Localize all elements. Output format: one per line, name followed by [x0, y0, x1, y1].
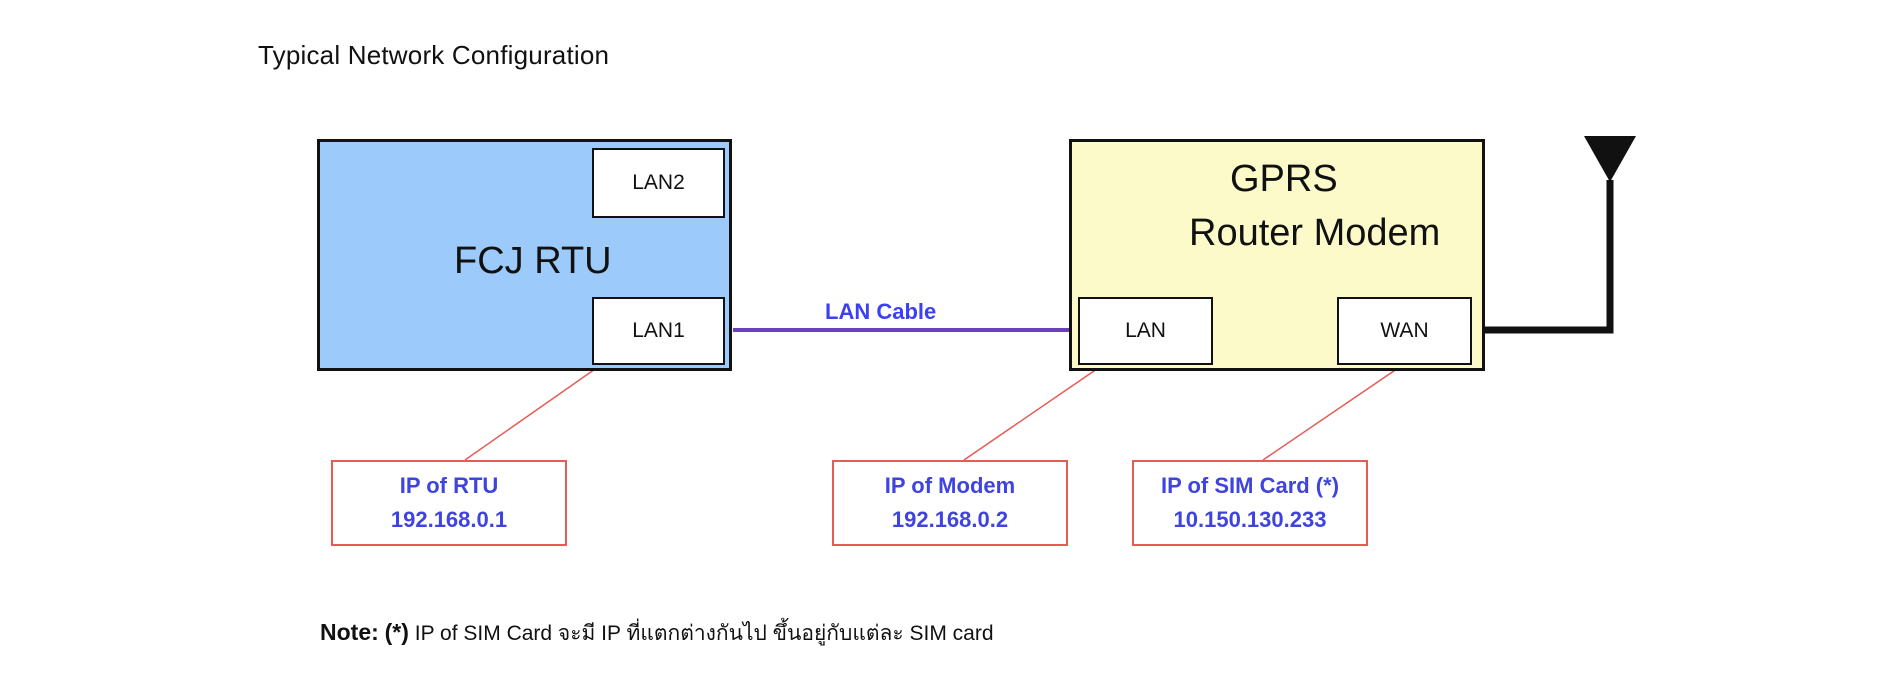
modem-device: GPRS Router Modem LAN WAN: [1069, 139, 1485, 371]
rtu-port-lan1: LAN1: [592, 297, 725, 365]
ip-box-title: IP of RTU: [399, 473, 499, 498]
antenna-icon: [1584, 136, 1636, 182]
ip-box-title: IP of SIM Card (*): [1160, 473, 1340, 498]
modem-port-lan: LAN: [1078, 297, 1213, 365]
antenna-feed-line: [1484, 180, 1614, 334]
modem-label-line2: Router Modem: [1189, 212, 1441, 254]
rtu-device: LAN2 FCJ RTU LAN1: [317, 139, 732, 371]
ip-box-value: 192.168.0.1: [390, 507, 508, 532]
modem-port-wan: WAN: [1337, 297, 1472, 365]
ip-box-value: 10.150.130.233: [1173, 507, 1327, 532]
ip-box-rtu: IP of RTU 192.168.0.1: [331, 460, 567, 546]
ip-box-modem: IP of Modem 192.168.0.2: [832, 460, 1068, 546]
footnote-prefix: Note:: [320, 619, 379, 645]
footnote-marker: (*): [384, 619, 409, 645]
lan-cable-label: LAN Cable: [825, 299, 937, 324]
ip-box-title: IP of Modem: [884, 473, 1016, 498]
ip-box-sim: IP of SIM Card (*) 10.150.130.233: [1132, 460, 1368, 546]
arrow-ip-modem: [963, 359, 1111, 461]
diagram-title: Typical Network Configuration: [258, 40, 610, 70]
arrow-ip-sim: [1262, 359, 1411, 461]
arrow-ip-rtu: [464, 359, 609, 461]
rtu-label: FCJ RTU: [454, 240, 612, 282]
footnote: Note: (*) IP of SIM Card จะมี IP ที่แตกต…: [320, 617, 994, 650]
ip-box-value: 192.168.0.2: [891, 507, 1009, 532]
rtu-port-lan2: LAN2: [592, 148, 725, 218]
modem-label-line1: GPRS: [1230, 158, 1338, 200]
footnote-text: IP of SIM Card จะมี IP ที่แตกต่างกันไป ข…: [414, 622, 994, 645]
